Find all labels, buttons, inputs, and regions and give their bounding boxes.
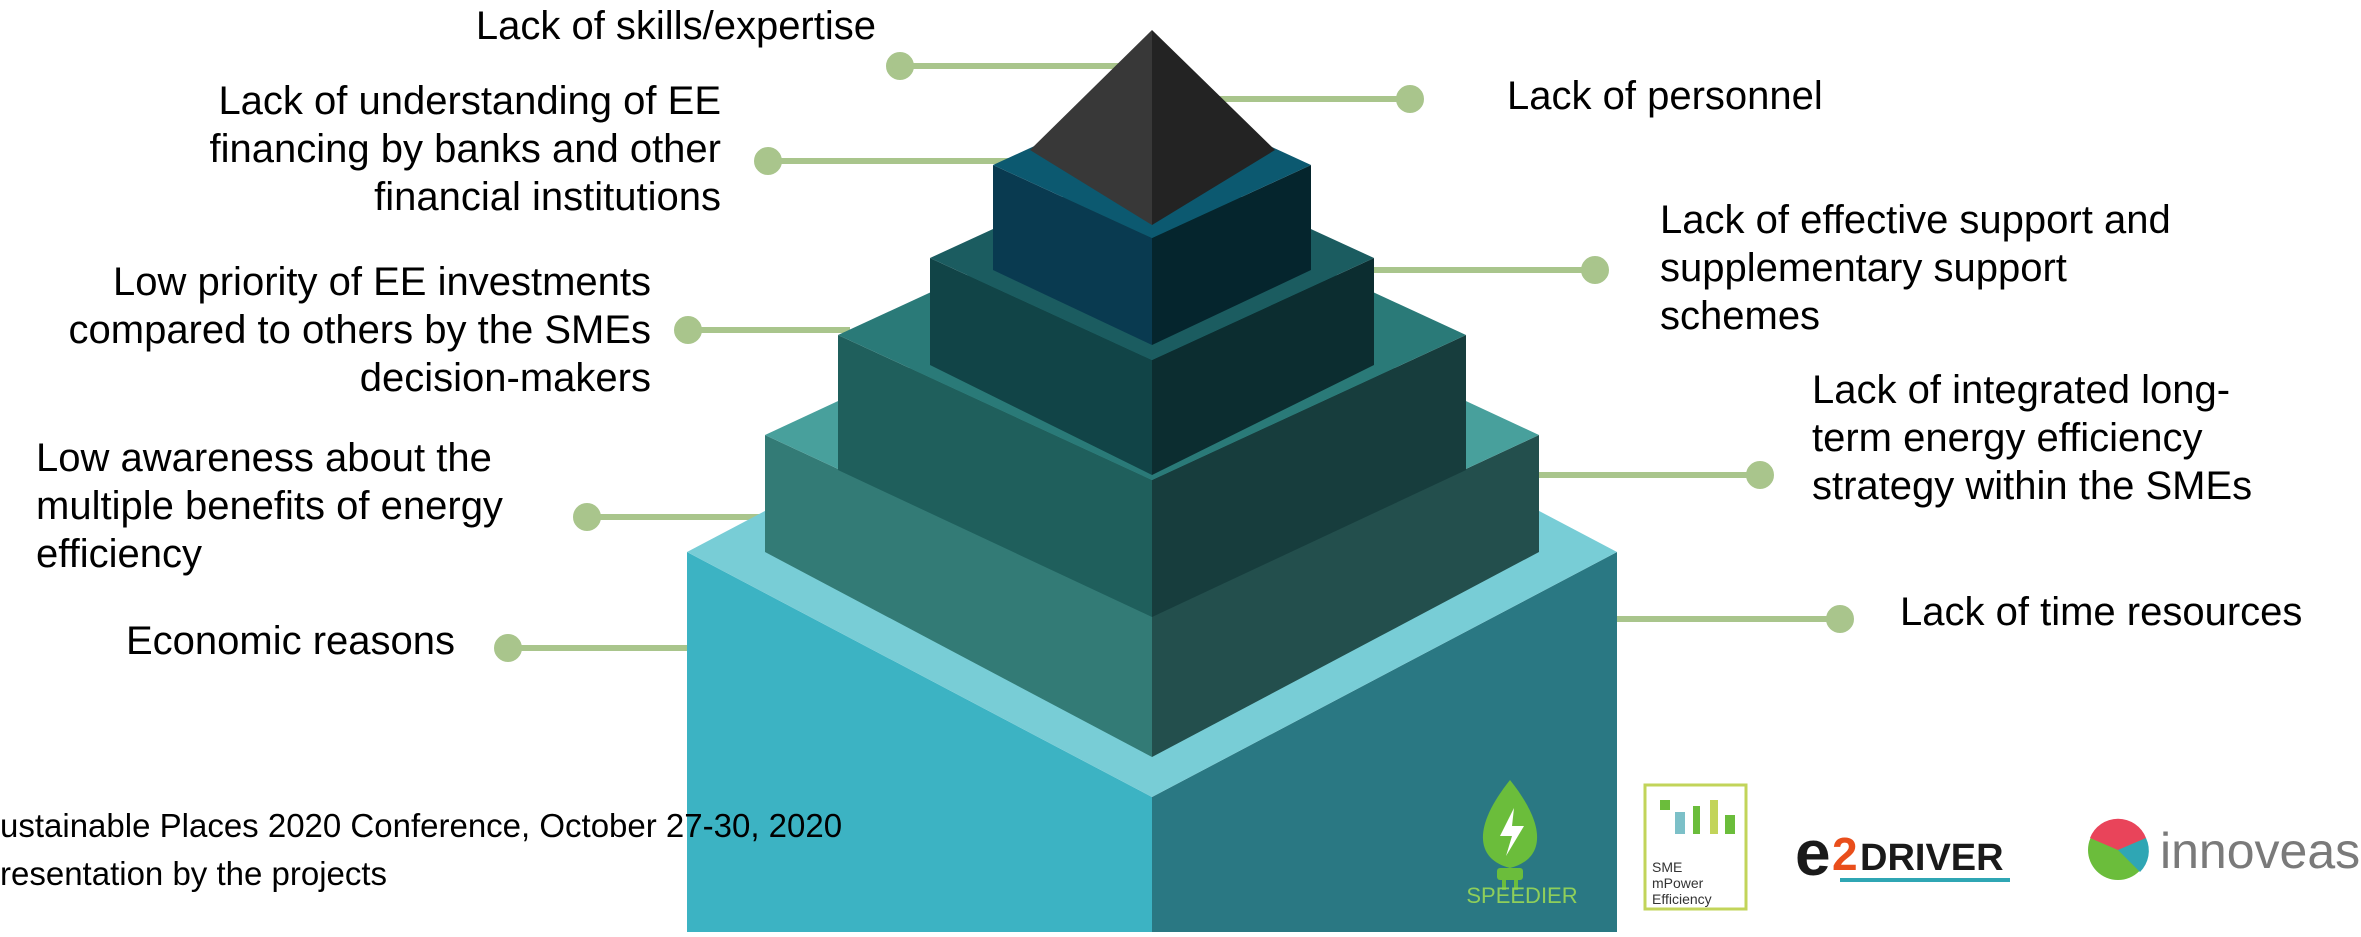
connector-dot-personnel [1396,85,1424,113]
speedier-logo: SPEEDIER [1466,780,1578,908]
connector-dot-skills [886,52,914,80]
label-economic-reasons: Economic reasons [125,619,455,663]
smempower-line-3: Efficiency [1652,891,1712,907]
connector-dot-time [1826,605,1854,633]
connector-dot-economic [494,634,522,662]
innoveas-text: innoveas [2160,823,2360,879]
label-low-priority: Low priority of EE investments compared … [68,260,652,400]
connector-dot-awareness [573,503,601,531]
footer-conference-text: ustainable Places 2020 Conference, Octob… [0,807,843,892]
label-lack-of-skills: Lack of skills/expertise [475,4,876,48]
smempower-line-2: mPower [1652,875,1704,891]
innoveas-logo: innoveas [2088,818,2360,880]
e2driver-logo: e 2 DRIVER [1795,817,2010,889]
e2driver-2: 2 [1832,828,1858,880]
connector-dot-strategy [1746,461,1774,489]
smempower-line-1: SME [1652,859,1682,875]
e2driver-e: e [1795,817,1831,889]
label-lack-of-personnel: Lack of personnel [1507,74,1823,118]
connector-dot-support [1581,256,1609,284]
label-lack-of-integrated-strategy: Lack of integrated long- term energy eff… [1812,368,2253,508]
smempower-logo: SME mPower Efficiency [1643,783,1748,911]
speedier-logo-text: SPEEDIER [1466,883,1577,908]
e2driver-word: DRIVER [1860,837,2004,879]
label-lack-of-time-resources: Lack of time resources [1900,590,2303,634]
label-lack-of-effective-support: Lack of effective support and supplement… [1660,198,2171,338]
connector-dot-priority [674,316,702,344]
pyramid-apex [1030,30,1275,225]
label-lack-of-understanding-financing: Lack of understanding of EE financing by… [209,79,721,219]
label-low-awareness: Low awareness about the multiple benefit… [36,436,503,576]
connector-lines [494,52,1854,662]
connector-dot-financing [754,147,782,175]
